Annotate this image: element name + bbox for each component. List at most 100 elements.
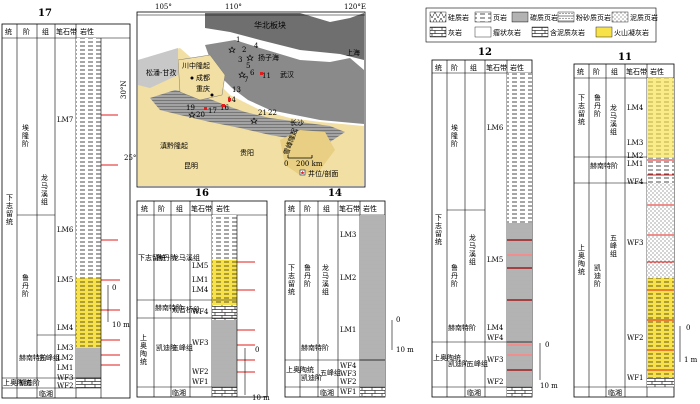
legend-nodular: 瘤状灰岩 <box>493 28 521 37</box>
well-22: 22 <box>268 109 277 117</box>
lon-120: 120°E <box>344 3 366 11</box>
star-icon <box>228 46 236 54</box>
column-16: 16 统 阶 组 笔石带 岩性 下志留统 上奥陶统 鲁丹阶 赫南特阶 <box>136 188 270 402</box>
well-13: 13 <box>232 86 241 94</box>
formation-longmaxi: 龙马溪组 <box>41 173 48 206</box>
lith-shale <box>507 73 532 223</box>
swatch-limestone <box>429 26 447 38</box>
zone-wf2: WF2 <box>192 368 209 376</box>
well-marker <box>204 107 207 110</box>
zone-wf2: WF2 <box>340 378 357 386</box>
header-lithology: 岩性 <box>510 63 524 72</box>
header-series: 统 <box>435 63 442 72</box>
zone-lm6: LM6 <box>57 226 74 234</box>
lith-limestone <box>212 387 237 397</box>
well-marker <box>260 72 263 75</box>
location-map <box>136 11 366 188</box>
scale-top: 0 <box>112 284 116 292</box>
stage-katian: 凯迪阶 <box>448 359 469 368</box>
header-zone: 笔石带 <box>486 63 507 72</box>
zone-lm4: LM4 <box>487 324 504 332</box>
scale-top: 0 <box>396 316 400 324</box>
header-lithology: 岩性 <box>650 67 664 76</box>
lith-carbonaceous <box>360 215 385 360</box>
header-lithology: 岩性 <box>363 204 377 213</box>
header-lithology: 岩性 <box>80 27 94 36</box>
stage-rhuddanian: 鲁丹阶 <box>594 93 601 118</box>
lith-mudstone <box>647 183 674 278</box>
red-bands <box>507 239 532 371</box>
upper-series-label: 上奥陶统 <box>286 365 314 374</box>
city-changsha: 长沙 <box>290 118 304 127</box>
well-7: 7 <box>244 76 248 84</box>
series-label: 下志留统 <box>578 94 585 126</box>
column-12-title: 12 <box>478 47 492 58</box>
well-17: 17 <box>208 107 217 115</box>
well-3: 3 <box>238 56 242 64</box>
city-marker-chongqing <box>210 93 214 97</box>
column-17-title: 17 <box>38 8 52 19</box>
header-series: 统 <box>288 204 295 213</box>
zone-lm1: LM1 <box>192 276 208 284</box>
lith-tuff <box>212 260 237 305</box>
star-icon <box>238 71 246 79</box>
zone-lm2: LM2 <box>57 354 73 362</box>
songpan-area <box>138 48 178 88</box>
city-kunming: 昆明 <box>184 162 198 170</box>
column-17: 17 统 阶 组 笔石带 岩性 下志留统 <box>1 8 131 399</box>
swatch-silty <box>557 11 575 23</box>
well-marker <box>228 98 231 101</box>
formation-linxiang: 临湘 <box>39 389 53 398</box>
scale-bot: 10 m <box>540 382 558 390</box>
header-formation: 组 <box>42 27 49 36</box>
city-shanghai: 上海 <box>346 48 360 57</box>
zone-lm2: LM2 <box>340 274 356 282</box>
legend-tuff: 火山凝灰岩 <box>614 28 649 37</box>
zone-lm5: LM5 <box>57 276 73 284</box>
stage-katian: 凯迪阶 <box>301 373 322 382</box>
series-label: 下志留统 <box>288 264 295 296</box>
series-label: 下志留统 <box>138 253 166 262</box>
well-21: 21 <box>258 109 267 117</box>
zone-lm4: LM4 <box>192 286 209 294</box>
stage-hirnantian: 赫南特阶 <box>155 303 183 312</box>
zone-lm3: LM3 <box>627 139 643 147</box>
legend-marly: 含泥质灰岩 <box>550 28 585 37</box>
header-formation: 组 <box>323 204 330 213</box>
well-2: 2 <box>242 46 246 54</box>
header-zone: 笔石带 <box>191 204 212 213</box>
legend-shale: 页岩 <box>493 13 507 22</box>
column-11: 11 统 阶 组 笔石带 岩性 下志留统 上奥陶 <box>573 52 698 398</box>
city-marker-chengdu <box>190 76 194 80</box>
header-zone: 笔石带 <box>626 67 647 76</box>
stage-katian: 凯迪阶 <box>594 263 601 288</box>
zone-wf1: WF1 <box>627 374 644 382</box>
swatch-mudstone <box>611 11 629 23</box>
lith-limestone <box>76 378 101 388</box>
city-guiyang: 贵阳 <box>240 148 254 157</box>
lith-limestone <box>647 378 674 387</box>
zone-lm5: LM5 <box>487 256 503 264</box>
scale-bot: 10 m <box>396 346 414 354</box>
well-markers <box>204 72 263 110</box>
stage-rhuddanian: 鲁丹阶 <box>22 273 29 298</box>
zone-wf3: WF3 <box>487 356 504 364</box>
lithology-legend: 硅质岩 页岩 碳质页岩 粉砂质页岩 泥质页岩 灰岩 瘤状灰岩 含泥质灰岩 火山凝… <box>425 7 658 43</box>
column-16-title: 16 <box>195 188 209 199</box>
chuanzhong-uplift <box>177 54 226 101</box>
formation-wufeng: 五峰组 <box>610 234 617 258</box>
upper-series-label: 上奥陶统 <box>433 353 461 362</box>
scale-top: 0 <box>686 324 690 332</box>
well-stars <box>188 46 258 125</box>
header-lithology: 岩性 <box>216 204 230 213</box>
zone-wf2: WF2 <box>57 382 74 390</box>
header-series: 统 <box>577 67 584 76</box>
zone-lm4: LM4 <box>57 324 74 332</box>
scale-bot: 10 m <box>252 394 270 402</box>
well-14: 14 <box>227 96 236 104</box>
stage-rhuddanian: 鲁丹阶 <box>156 253 177 262</box>
header-stage: 阶 <box>158 204 165 213</box>
lith-shale-overlay <box>647 78 674 158</box>
header-formation: 组 <box>176 204 183 213</box>
